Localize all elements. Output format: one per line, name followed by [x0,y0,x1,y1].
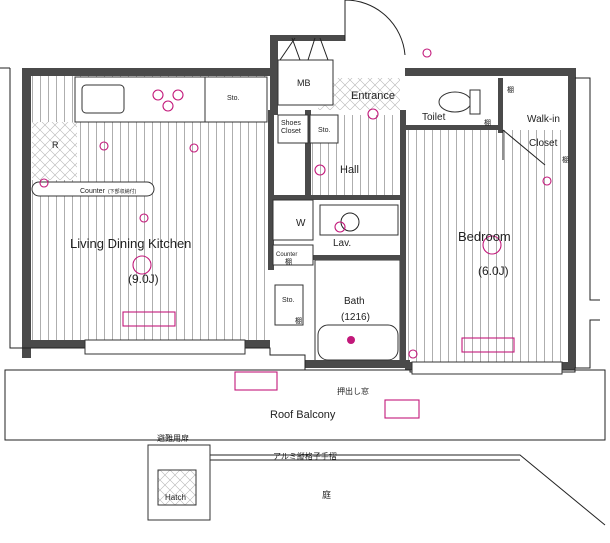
wall-hall-bed [400,110,406,365]
label-washer: W [296,218,306,229]
label-toilet: Toilet [422,112,446,123]
label-hatch: Hatch [165,493,186,502]
kitchen-storage [204,76,268,123]
label-roof-balcony: Roof Balcony [270,409,336,421]
label-counter-small: Counter [276,252,297,258]
shoes-closet-box [277,114,309,144]
label-counter-note: (下部収納付) [108,188,137,195]
washer-box [272,199,314,241]
outlet-2 [189,143,199,153]
aircon-marker-ldk [122,311,176,327]
label-shelf-3: 棚 [484,118,491,127]
label-sto-kitchen: Sto. [227,95,240,102]
balcony-railing [210,454,606,526]
label-walkin: Walk-in [527,114,560,125]
sto-lower-box [274,284,304,326]
label-entrance: Entrance [351,90,395,102]
stove-burner-3 [162,100,174,112]
bath-marker [347,336,355,344]
label-shelf-1: 棚 [507,85,514,94]
wall-toilet-bottom [405,125,500,130]
outlet-5 [542,176,552,186]
label-bath: Bath [344,296,365,307]
mb-box [277,59,334,106]
toilet-tank [469,89,481,115]
ceiling-light-bed [482,235,502,255]
outlet-6 [408,349,418,359]
label-shoes: Shoes [281,120,301,127]
label-shelf-4: 棚 [295,316,302,325]
counter-small-box [272,244,314,266]
entrance-light [367,108,379,120]
label-push-window: 押出し窓 [337,386,369,396]
roof-balcony [4,369,606,441]
label-railing: アルミ縦格子手摺 [273,451,337,461]
outlet-4 [422,48,432,58]
label-shelf-5: 棚 [285,257,292,266]
outer-outline-top [0,67,600,301]
label-sto-lower: Sto. [282,297,295,304]
wall-top-right [405,68,575,76]
label-ldk: Living Dining Kitchen [70,236,191,251]
label-ldk-size: (9.0J) [128,272,159,286]
label-bath-size: (1216) [341,312,370,323]
label-garden: 庭 [322,489,331,500]
wall-lav-top [272,195,402,200]
label-sto-shoes: Sto. [318,127,331,134]
aircon-marker-bed [461,337,515,353]
wall-right [568,68,576,368]
label-mb: MB [297,78,311,88]
counter-bar [31,181,155,197]
label-hall: Hall [340,164,359,176]
wall-bottom-bath [305,360,410,368]
wall-left [22,68,31,358]
label-bedroom: Bedroom [458,229,511,244]
shoes-sto-box [309,114,339,144]
balcony-window-1 [84,339,246,355]
toilet-bowl [438,91,472,113]
stove-burner-2 [172,89,184,101]
sink [81,84,125,114]
mb-doors [279,37,329,61]
label-counter-kitchen: Counter [80,188,106,195]
bedroom-floor [405,130,570,365]
wall-mb-top [270,35,345,41]
label-shelf-2: 棚 [562,155,569,164]
balcony-window-2 [411,361,563,375]
wall-mb-left [270,35,278,115]
fridge-area [32,122,77,180]
label-lav: Lav. [333,238,351,249]
wall-hall-left [305,110,311,205]
outdoor-unit-2 [384,399,420,419]
outlet-1 [99,141,109,151]
label-evac-hatch: 避難用扉 [157,433,189,443]
closet-door [502,129,546,166]
stove-burner-1 [152,89,164,101]
outlet-3 [139,213,149,223]
wall-top-ldk [22,68,277,76]
entrance-door [344,0,406,56]
bathtub [317,324,399,361]
label-walkin2: Closet [529,138,558,149]
wall-bath-top [312,255,402,260]
label-fridge: R [52,140,59,150]
lav-light [334,221,346,233]
wall-closet [498,78,503,133]
outlet-7 [39,178,49,188]
outdoor-unit-1 [234,371,278,391]
label-bedroom-size: (6.0J) [478,264,509,278]
ceiling-light-ldk [132,255,152,275]
hatch-ladder [157,469,197,506]
wall-kitchen-sto [268,110,274,270]
hall-light [314,164,326,176]
label-shoes2: Closet [281,128,301,135]
